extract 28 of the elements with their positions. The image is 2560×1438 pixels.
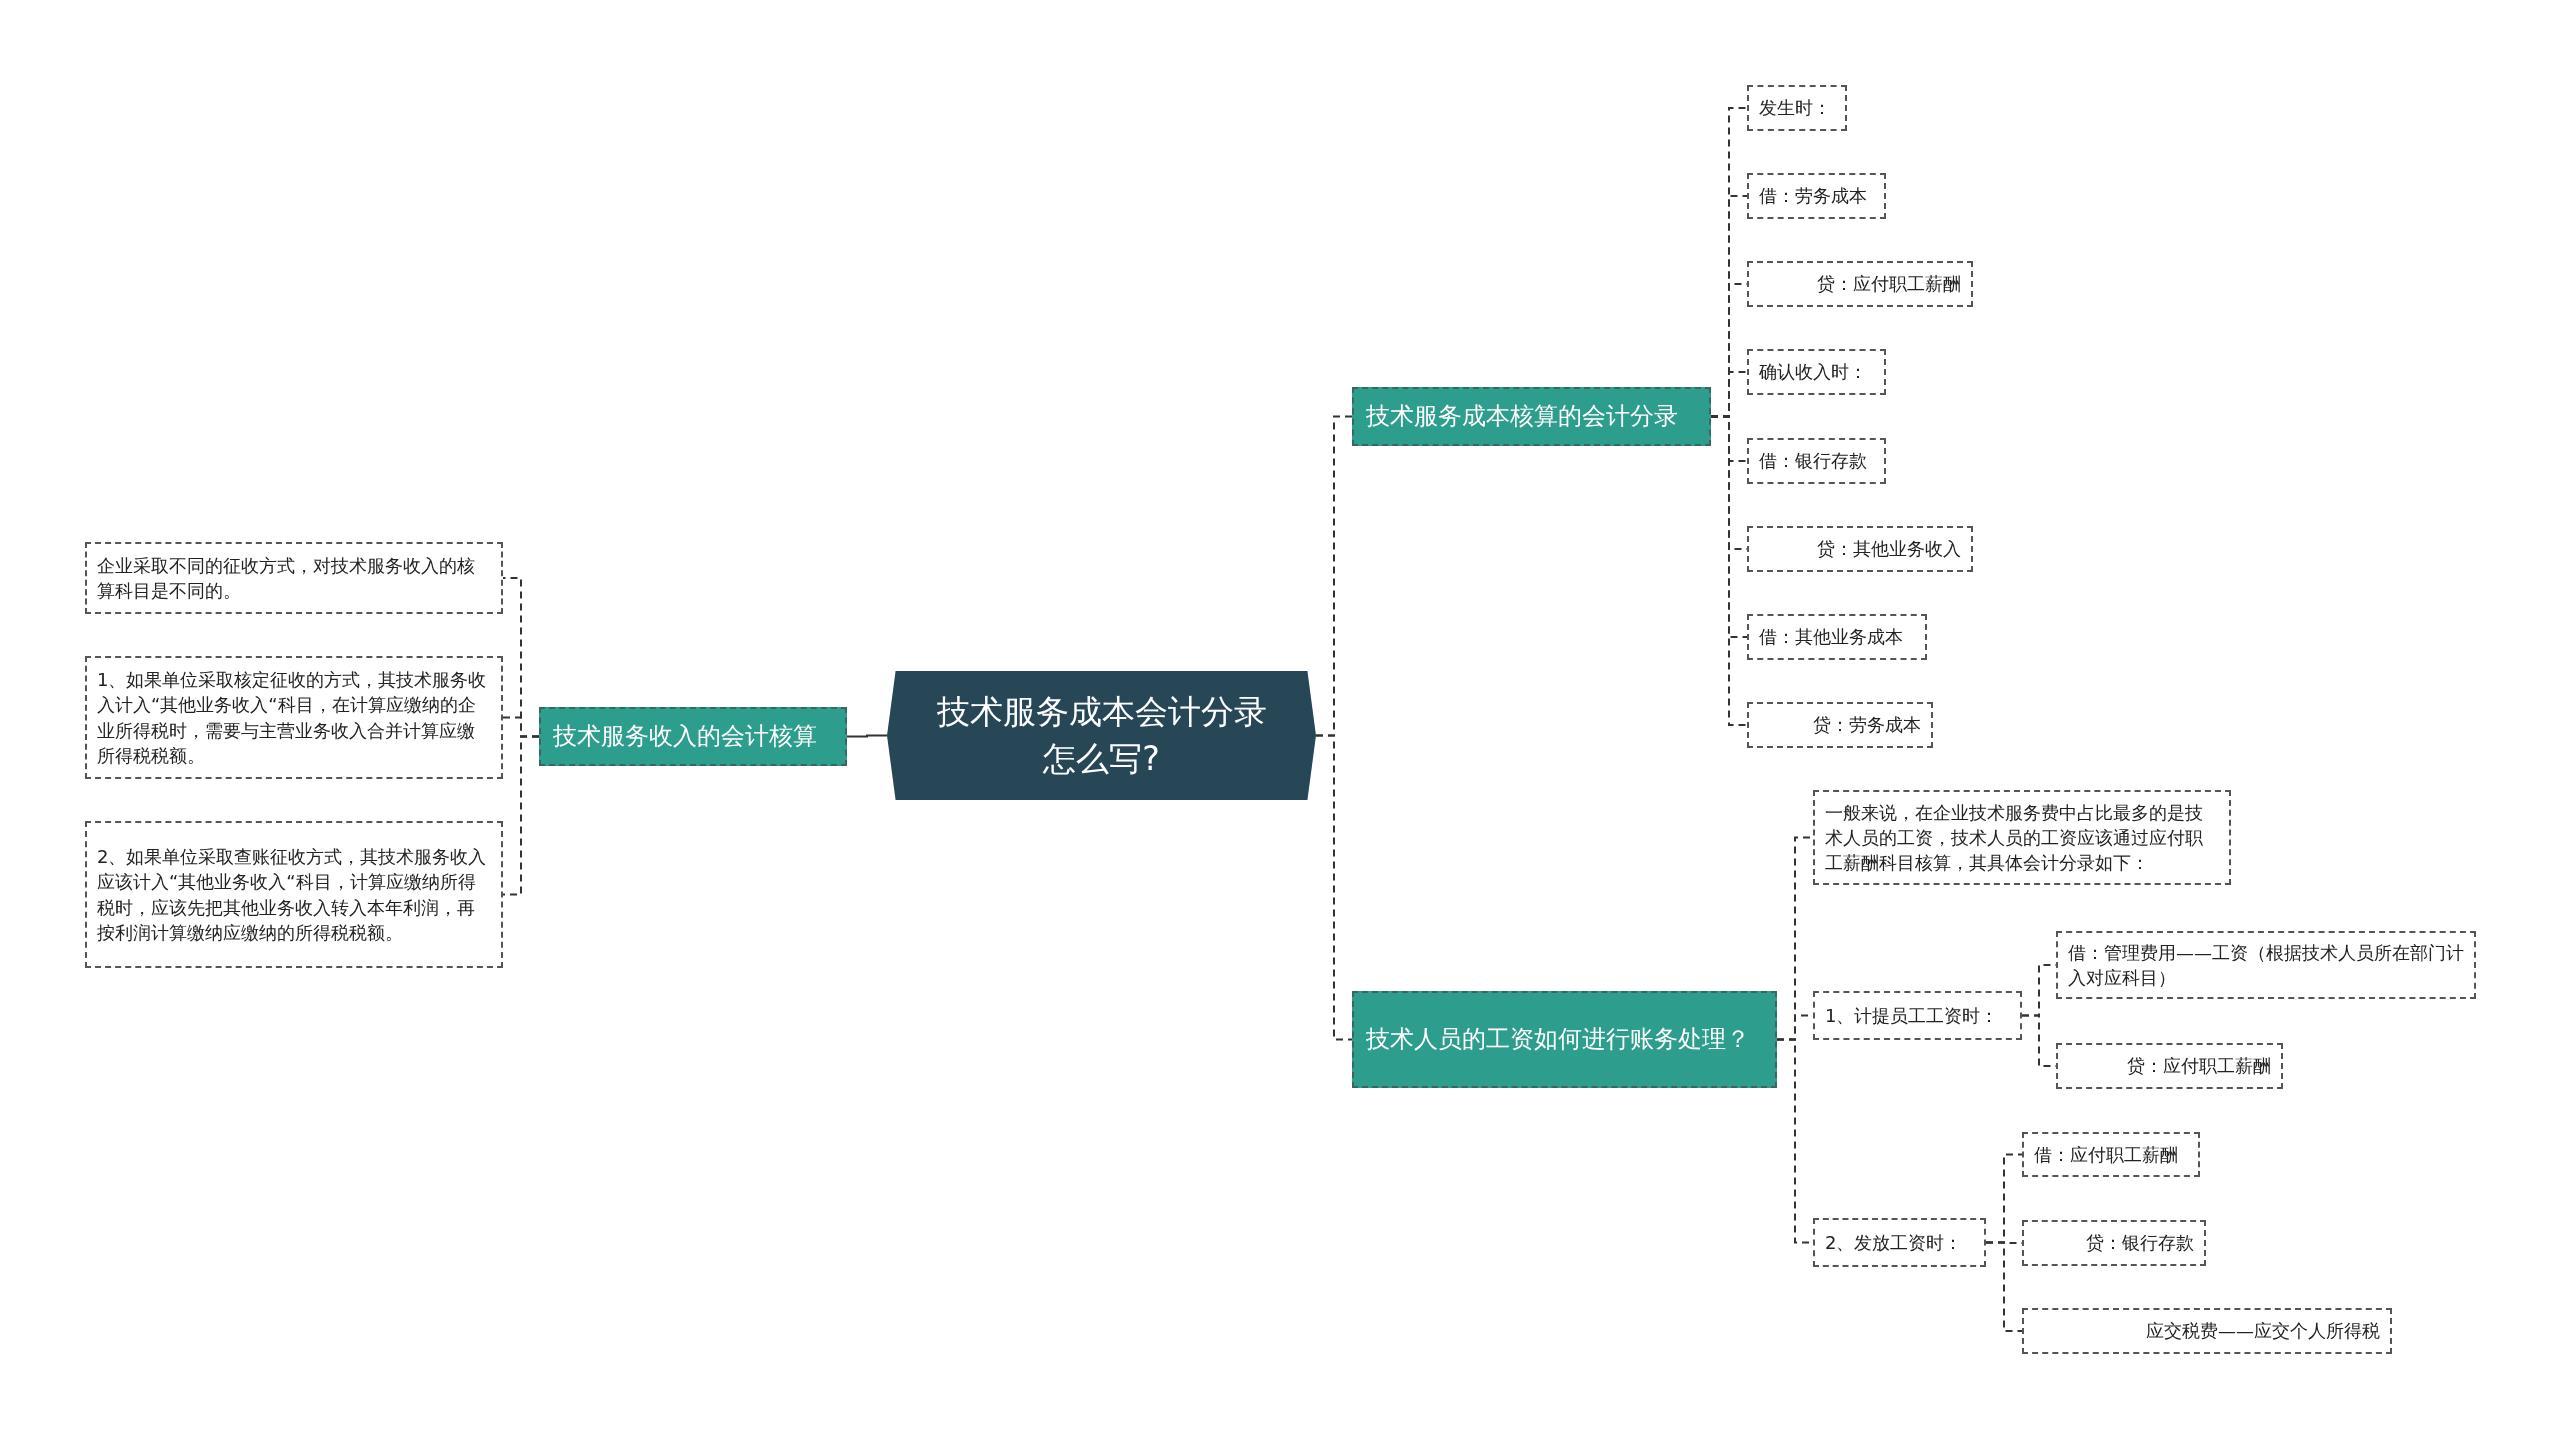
connector-line: [1985, 1241, 2023, 1332]
leaf-topic: 2、发放工资时：: [1813, 1218, 1986, 1267]
connector-line: [1315, 734, 1353, 1041]
leaf-topic: 贷：劳务成本: [1747, 702, 1933, 748]
leaf-topic: 一般来说，在企业技术服务费中占比最多的是技术人员的工资，技术人员的工资应该通过应付职工薪酬科目核算，其具体会计分录如下：: [1813, 790, 2231, 885]
leaf-topic: 贷：银行存款: [2022, 1220, 2206, 1266]
leaf-topic: 应交税费——应交个人所得税: [2022, 1308, 2392, 1354]
leaf-topic: 借：劳务成本: [1747, 173, 1886, 219]
connector-line: [502, 735, 540, 896]
leaf-topic: 1、计提员工工资时：: [1813, 991, 2022, 1040]
leaf-topic: 贷：应付职工薪酬: [1747, 261, 1973, 307]
branch-topic: 技术服务成本核算的会计分录: [1352, 387, 1711, 446]
leaf-topic: 借：银行存款: [1747, 438, 1886, 484]
leaf-topic: 贷：其他业务收入: [1747, 526, 1973, 572]
branch-topic: 技术人员的工资如何进行账务处理？: [1352, 991, 1777, 1088]
leaf-topic: 借：应付职工薪酬: [2022, 1132, 2200, 1177]
leaf-topic: 借：其他业务成本: [1747, 614, 1927, 660]
leaf-topic: 1、如果单位采取核定征收的方式，其技术服务收入计入“其他业务收入“科目，在计算应缴纳的企业所得税时，需要与主营业务收入合并计算应缴所得税税额。: [85, 656, 503, 779]
connector-line: [846, 734, 888, 738]
leaf-topic: 借：管理费用——工资（根据技术人员所在部门计入对应科目）: [2056, 931, 2476, 999]
leaf-topic: 2、如果单位采取查账征收方式，其技术服务收入应该计入“其他业务收入“科目，计算应缴纳所得税时，应该先把其他业务收入转入本年利润，再按利润计算缴纳应缴纳的所得税税额。: [85, 821, 503, 968]
central-topic: 技术服务成本会计分录怎么写?: [887, 671, 1316, 800]
leaf-topic: 企业采取不同的征收方式，对技术服务收入的核算科目是不同的。: [85, 542, 503, 614]
leaf-topic: 贷：应付职工薪酬: [2056, 1043, 2283, 1089]
leaf-topic: 确认收入时：: [1747, 349, 1886, 395]
leaf-topic: 发生时：: [1747, 85, 1847, 131]
branch-topic: 技术服务收入的会计核算: [539, 707, 847, 766]
connector-line: [1710, 415, 1748, 726]
